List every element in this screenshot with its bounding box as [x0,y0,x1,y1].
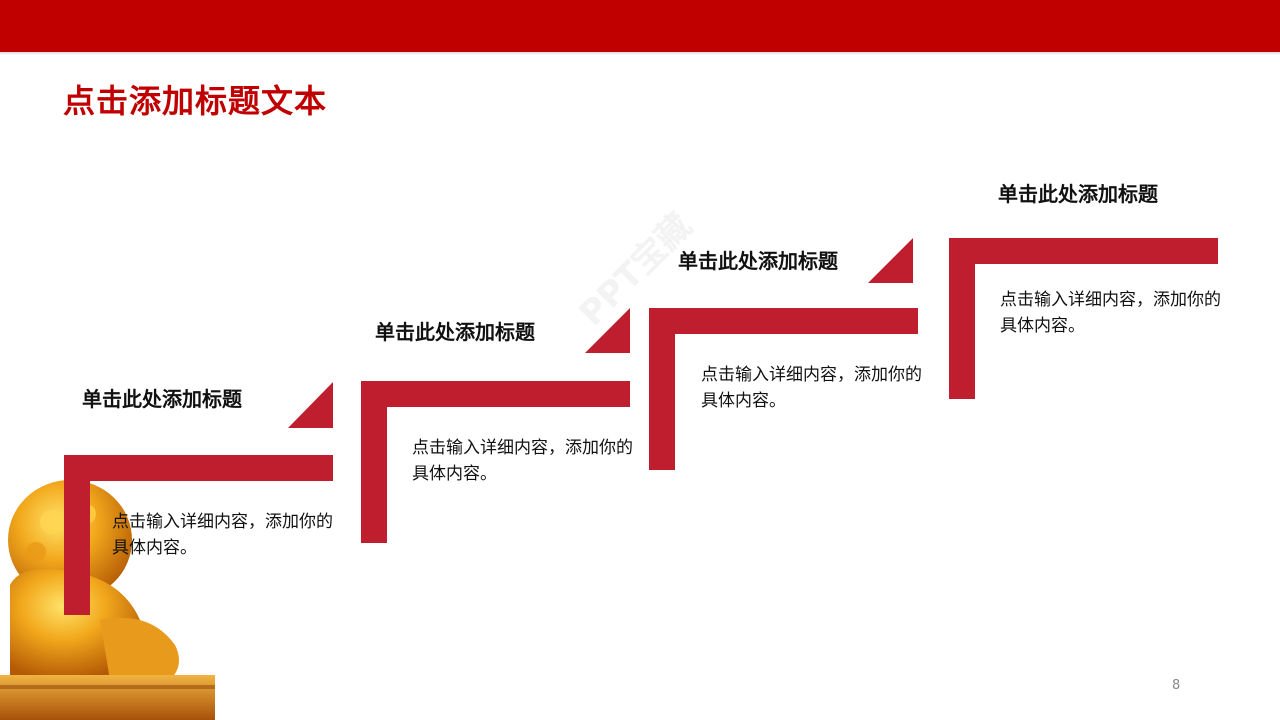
step-4-bar-horizontal [949,238,1218,264]
step-3-title[interactable]: 单击此处添加标题 [678,249,838,273]
step-1-corner-triangle [288,382,333,428]
step-1-title[interactable]: 单击此处添加标题 [82,387,242,411]
step-3-body[interactable]: 点击输入详细内容，添加你的具体内容。 [701,365,922,411]
step-4-body[interactable]: 点击输入详细内容，添加你的具体内容。 [1000,290,1221,336]
step-2-bar-horizontal [361,381,630,407]
step-2-corner-triangle [585,308,630,353]
step-1-bar-horizontal [64,455,333,481]
slide-title[interactable]: 点击添加标题文本 [63,82,328,120]
page-number: 8 [1172,678,1181,693]
step-4-title[interactable]: 单击此处添加标题 [998,182,1158,206]
step-1-bar-vertical [64,455,90,615]
top-banner-shadow [0,52,1280,55]
step-2-bar-vertical [361,381,387,543]
top-banner [0,0,1280,52]
step-2-body[interactable]: 点击输入详细内容，添加你的具体内容。 [412,438,633,484]
step-2-title[interactable]: 单击此处添加标题 [375,320,535,344]
step-3-bar-vertical [649,308,675,470]
step-3-corner-triangle [868,238,913,283]
lion-statue-image [0,480,215,720]
step-3-bar-horizontal [649,308,918,334]
step-4-bar-vertical [949,238,975,399]
step-1-body[interactable]: 点击输入详细内容，添加你的具体内容。 [112,512,333,558]
